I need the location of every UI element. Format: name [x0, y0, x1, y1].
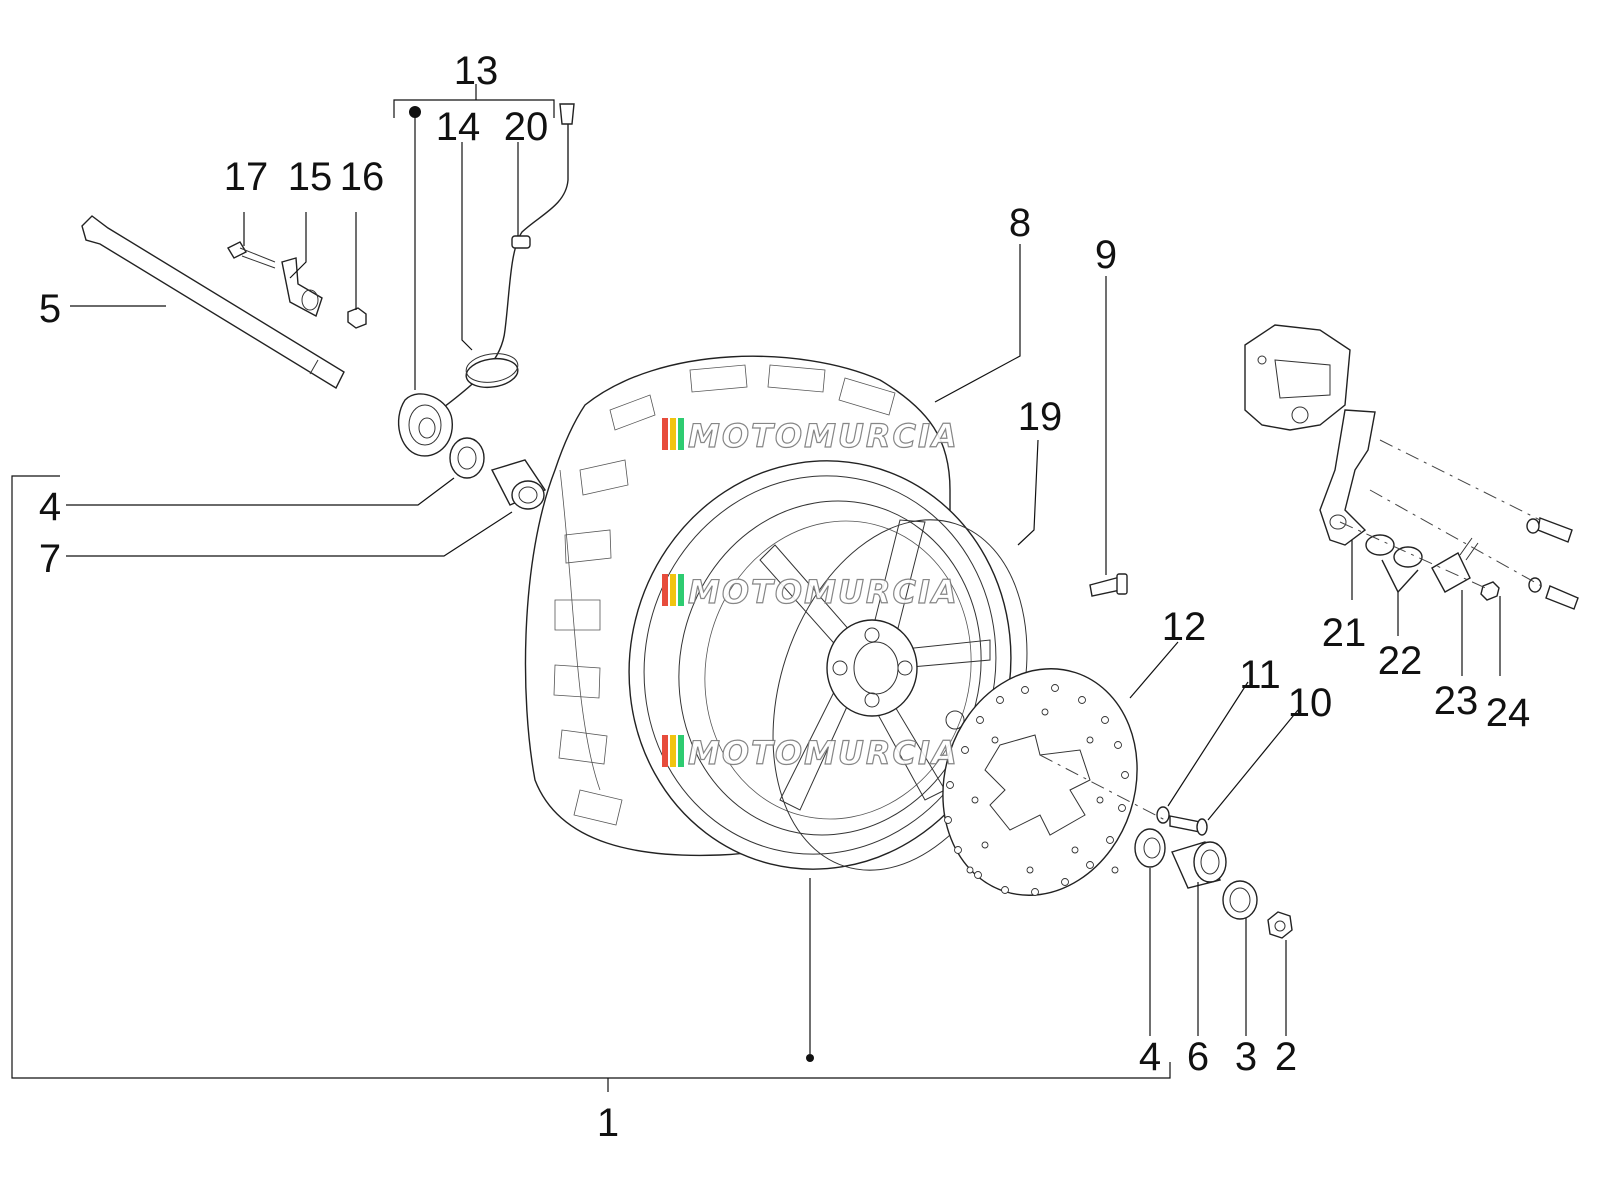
- callout-4-left: 4: [39, 485, 61, 529]
- washer-11: [1156, 806, 1170, 824]
- callout-15: 15: [288, 155, 333, 199]
- callout-2: 2: [1275, 1035, 1297, 1079]
- callout-9: 9: [1095, 233, 1117, 277]
- axle-5: [81, 215, 345, 389]
- bearing-4-right: [1134, 828, 1166, 868]
- bearing-4-left: [449, 437, 485, 479]
- spacer-6: [1171, 841, 1227, 889]
- seal-3: [1222, 880, 1258, 920]
- watermark-text-1: MOTOMURCIA: [688, 417, 959, 455]
- caliper-bracket-21: [1319, 409, 1376, 546]
- caliper-axis-lines: [1339, 439, 1546, 591]
- nut-16: [347, 307, 367, 329]
- brake-disc-12: [942, 668, 1138, 896]
- screw-9: [1089, 573, 1128, 597]
- callout-13: 13: [454, 49, 499, 93]
- callout-4-right: 4: [1139, 1035, 1161, 1079]
- callout-labels: 1 2 3 4 6 4 7 5 8 9 10 11 12 13 14 20 17…: [39, 49, 1530, 1145]
- bracket-15: [281, 257, 323, 318]
- callout-17: 17: [224, 155, 269, 199]
- callout-6: 6: [1187, 1035, 1209, 1079]
- callout-10: 10: [1288, 681, 1333, 725]
- callout-19: 19: [1018, 395, 1063, 439]
- watermark: MOTOMURCIA MOTOMURCIA MOTOMURCIA: [662, 416, 959, 773]
- watermark-text-3: MOTOMURCIA: [688, 734, 959, 772]
- rim-dot: [806, 1054, 814, 1062]
- leader-lines: [11, 84, 1501, 1092]
- disc-holes: [944, 684, 1129, 896]
- callout-23: 23: [1434, 679, 1479, 723]
- clamp-14: [465, 353, 519, 389]
- nut-2: [1267, 911, 1293, 939]
- callout-11: 11: [1239, 653, 1281, 697]
- callout-3: 3: [1235, 1035, 1257, 1079]
- callout-1: 1: [597, 1101, 619, 1145]
- callout-20: 20: [504, 105, 549, 149]
- sensor-dot: [409, 106, 421, 118]
- brake-caliper: [1244, 324, 1351, 431]
- wheel-rim: [628, 460, 1012, 870]
- caliper-screws: [1526, 517, 1579, 610]
- pads-22: [1365, 534, 1423, 594]
- callout-24: 24: [1486, 691, 1531, 735]
- screw-24: [1480, 581, 1500, 601]
- bolt-17: [227, 241, 276, 269]
- callout-16: 16: [340, 155, 385, 199]
- watermark-text-2: MOTOMURCIA: [688, 573, 959, 611]
- spacer-7: [490, 459, 547, 510]
- screw-10: [1169, 815, 1208, 836]
- pin-23: [1431, 537, 1479, 593]
- callout-8: 8: [1009, 201, 1031, 245]
- callout-12: 12: [1162, 605, 1207, 649]
- callout-22: 22: [1378, 639, 1423, 683]
- callout-7: 7: [39, 537, 61, 581]
- callout-14: 14: [436, 105, 481, 149]
- speed-sensor-13: [397, 393, 453, 457]
- callout-5: 5: [39, 287, 61, 331]
- wheel-axis-line: [1039, 754, 1166, 821]
- callout-21: 21: [1322, 611, 1367, 655]
